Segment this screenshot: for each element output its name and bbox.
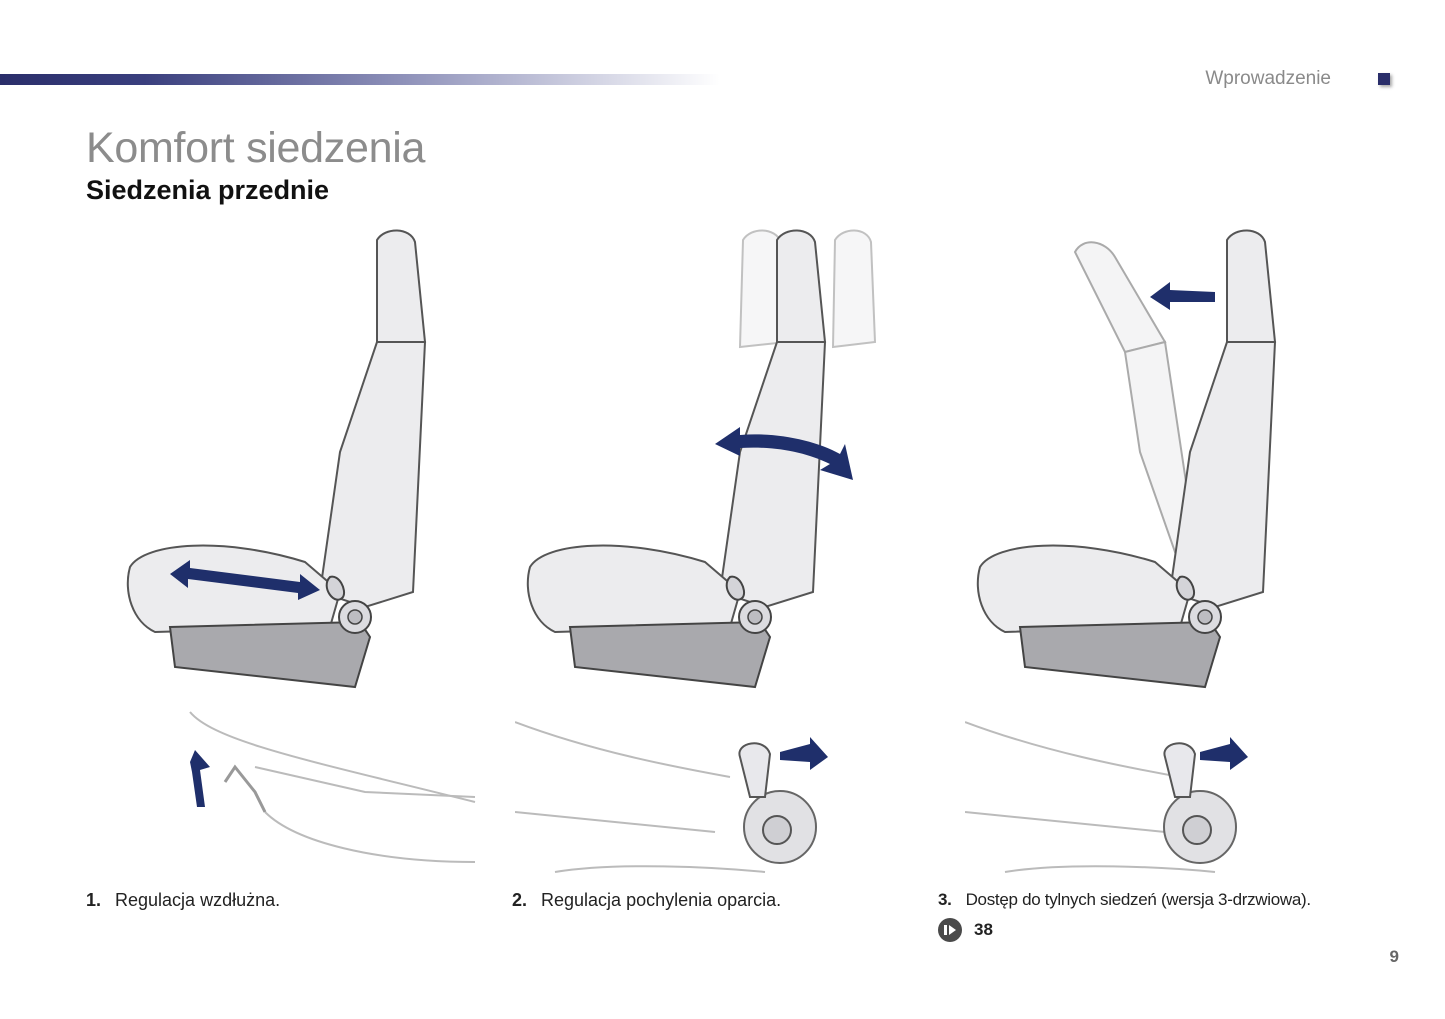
page-title: Komfort siedzenia — [86, 124, 426, 172]
caption-text: Regulacja wzdłużna. — [115, 890, 281, 910]
caption-text: Dostęp do tylnych siedzeń (wersja 3-drzw… — [965, 890, 1312, 909]
fold-forward-arrow-icon — [1150, 282, 1215, 310]
lift-bar-arrow-icon — [190, 750, 210, 807]
tilt-arrow-icon — [715, 427, 853, 480]
seat-illustration-3 — [965, 229, 1276, 873]
caption-3: 3. Dostęp do tylnych siedzeń (wersja 3-d… — [938, 890, 1311, 910]
header-gradient-bar — [0, 74, 720, 85]
caption-number: 1. — [86, 890, 102, 910]
detail-panel-3 — [965, 721, 1248, 873]
section-marker-icon — [1378, 73, 1390, 85]
section-label: Wprowadzenie — [1205, 68, 1331, 89]
page-subtitle: Siedzenia przednie — [86, 175, 330, 205]
page-number: 9 — [1389, 947, 1399, 966]
caption-text: Regulacja pochylenia oparcia. — [541, 890, 782, 910]
release-arrow-icon — [780, 737, 828, 770]
reference-page-number: 38 — [974, 920, 993, 939]
release-arrow-icon — [1200, 737, 1248, 770]
caption-1: 1. Regulacja wzdłużna. — [86, 890, 280, 911]
detail-panel-2 — [515, 721, 828, 873]
slide-arrow-icon — [170, 560, 320, 600]
caption-number: 3. — [938, 890, 952, 909]
page-reference[interactable]: 38 — [938, 918, 993, 942]
page-reference-icon — [938, 918, 962, 942]
detail-panel-1 — [189, 711, 476, 863]
seat-illustration-1 — [126, 229, 476, 863]
seat-illustration-2 — [515, 229, 877, 873]
caption-number: 2. — [512, 890, 528, 910]
caption-2: 2. Regulacja pochylenia oparcia. — [512, 890, 781, 911]
